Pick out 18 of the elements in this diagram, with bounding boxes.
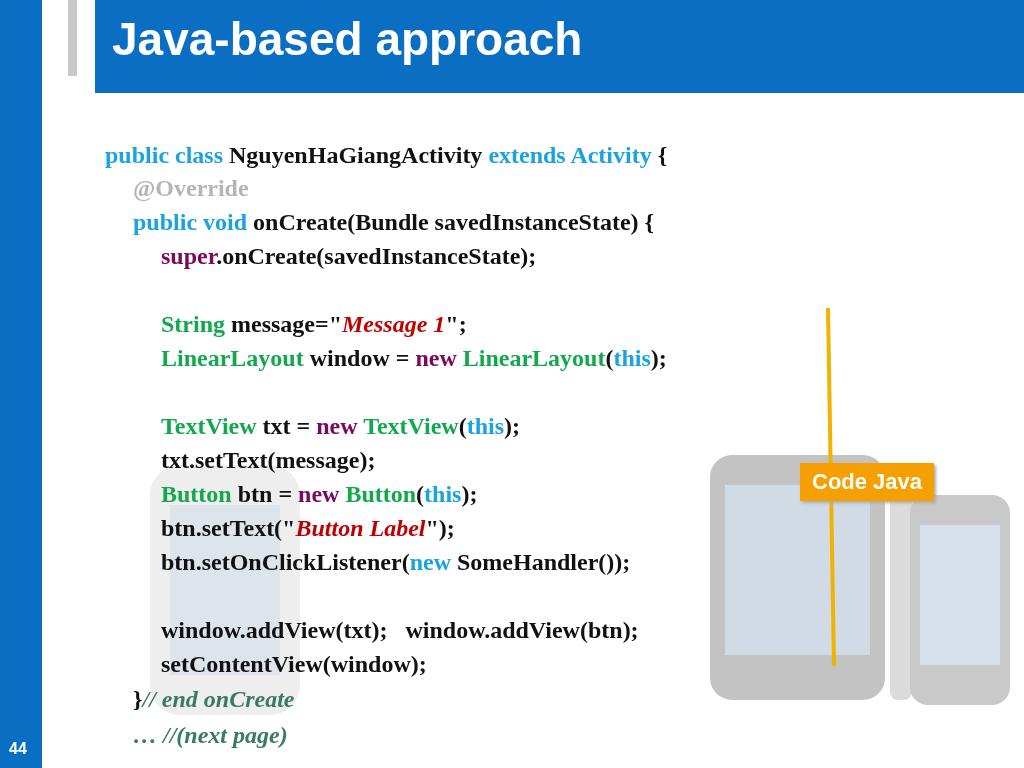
- code-line: public void onCreate(Bundle savedInstanceState) {: [133, 208, 655, 237]
- code-line: TextView txt = new TextView(this);: [161, 412, 521, 441]
- code-line: btn.setOnClickListener(new SomeHandler());: [161, 548, 631, 577]
- code-line: String message="Message 1";: [161, 310, 467, 339]
- slide-title: Java-based approach: [112, 12, 583, 66]
- code-line: btn.setText("Button Label");: [161, 514, 455, 543]
- code-line: Button btn = new Button(this);: [161, 480, 478, 509]
- callout-label: Code Java: [800, 463, 935, 501]
- code-line: LinearLayout window = new LinearLayout(this);: [161, 344, 667, 373]
- code-line: window.addView(txt); window.addView(btn);: [161, 616, 639, 645]
- code-line: @Override: [133, 174, 249, 203]
- page-number: 44: [9, 740, 27, 758]
- code-line: }// end onCreate: [133, 685, 295, 714]
- code-line: setContentView(window);: [161, 650, 427, 679]
- code-line: super.onCreate(savedInstanceState);: [161, 242, 537, 271]
- code-line: public class NguyenHaGiangActivity extends Activity {: [105, 141, 668, 170]
- code-line: txt.setText(message);: [161, 446, 376, 475]
- code-line: … //(next page): [133, 721, 288, 750]
